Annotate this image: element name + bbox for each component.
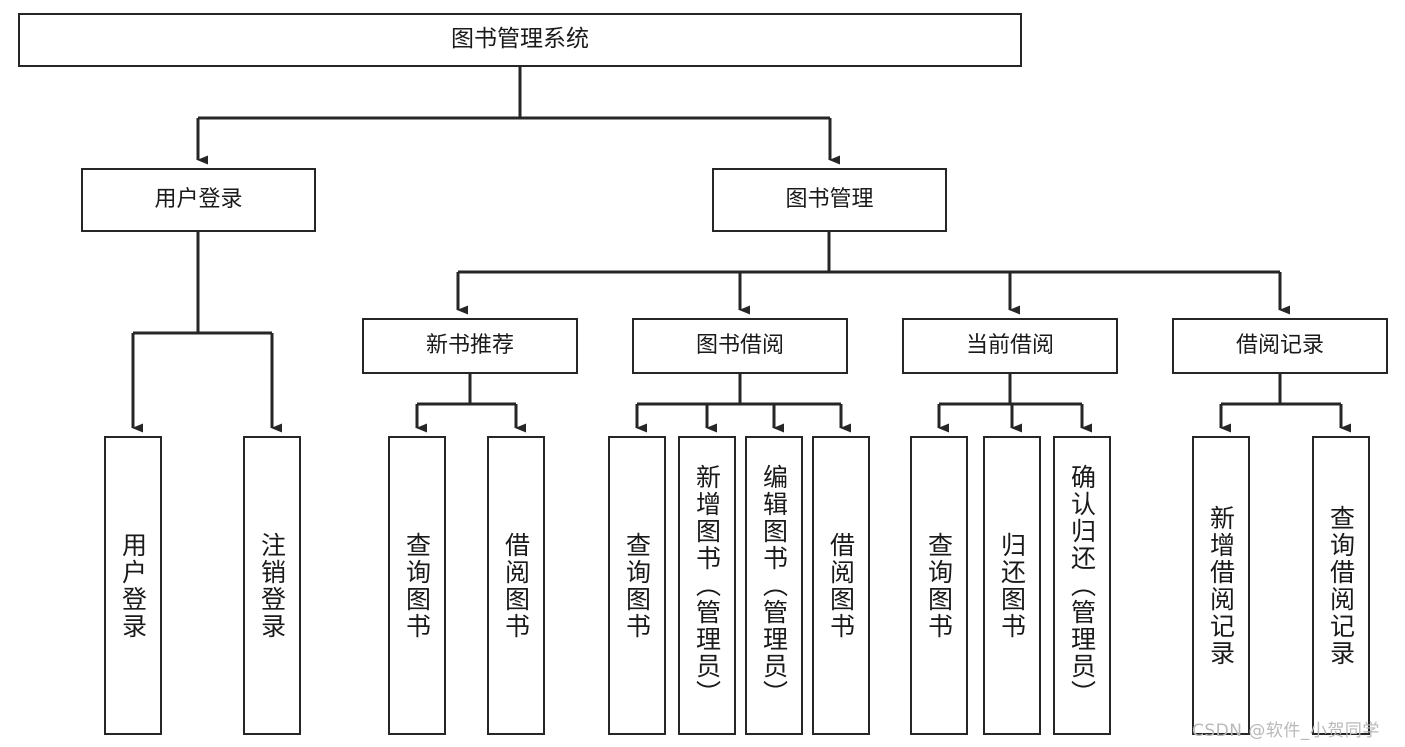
node-borrow-record-label: 借阅记录 <box>1235 333 1324 359</box>
node-user-login-label: 用户登录 <box>154 187 243 213</box>
node-root-label: 图书管理系统 <box>451 26 589 53</box>
node-leaf-user-logout-label: 注销登录 <box>257 531 287 640</box>
node-leaf-cur-return-book[interactable]: 归还图书 <box>983 436 1041 735</box>
node-leaf-cur-confirm-return[interactable]: 确认归还（管理员） <box>1053 436 1111 735</box>
node-book-manage[interactable]: 图书管理 <box>712 168 947 232</box>
node-current-borrow-label: 当前借阅 <box>965 333 1054 359</box>
node-leaf-borrow-edit-book-label: 编辑图书（管理员） <box>759 464 789 707</box>
node-leaf-borrow-borrow-book[interactable]: 借阅图书 <box>812 436 870 735</box>
node-leaf-rec-query-record-label: 查询借阅记录 <box>1326 504 1356 667</box>
node-book-manage-label: 图书管理 <box>785 187 874 213</box>
node-leaf-rec-add-record[interactable]: 新增借阅记录 <box>1192 436 1250 735</box>
node-leaf-cur-query-book-label: 查询图书 <box>924 531 954 640</box>
node-current-borrow[interactable]: 当前借阅 <box>902 318 1118 374</box>
node-root[interactable]: 图书管理系统 <box>18 13 1022 67</box>
node-borrow-record[interactable]: 借阅记录 <box>1172 318 1388 374</box>
node-leaf-user-logout[interactable]: 注销登录 <box>243 436 301 735</box>
node-leaf-rec-query-book-label: 查询图书 <box>402 531 432 640</box>
node-leaf-rec-borrow-book-label: 借阅图书 <box>501 531 531 640</box>
node-new-book-recommend[interactable]: 新书推荐 <box>362 318 578 374</box>
node-leaf-borrow-query-book-label: 查询图书 <box>622 531 652 640</box>
node-leaf-borrow-add-book[interactable]: 新增图书（管理员） <box>678 436 736 735</box>
node-leaf-rec-query-record[interactable]: 查询借阅记录 <box>1312 436 1370 735</box>
node-leaf-cur-confirm-return-label: 确认归还（管理员） <box>1067 464 1097 707</box>
node-user-login[interactable]: 用户登录 <box>81 168 316 232</box>
watermark: CSDN @软件_小贺同学 <box>1192 721 1380 741</box>
node-leaf-user-login-label: 用户登录 <box>118 531 148 640</box>
node-leaf-borrow-add-book-label: 新增图书（管理员） <box>692 464 722 707</box>
node-leaf-borrow-query-book[interactable]: 查询图书 <box>608 436 666 735</box>
node-leaf-cur-query-book[interactable]: 查询图书 <box>910 436 968 735</box>
node-leaf-user-login[interactable]: 用户登录 <box>104 436 162 735</box>
node-leaf-borrow-borrow-book-label: 借阅图书 <box>826 531 856 640</box>
node-leaf-rec-query-book[interactable]: 查询图书 <box>388 436 446 735</box>
node-leaf-borrow-edit-book[interactable]: 编辑图书（管理员） <box>745 436 803 735</box>
node-leaf-rec-borrow-book[interactable]: 借阅图书 <box>487 436 545 735</box>
node-new-book-recommend-label: 新书推荐 <box>425 333 514 359</box>
node-book-borrow[interactable]: 图书借阅 <box>632 318 848 374</box>
node-leaf-rec-add-record-label: 新增借阅记录 <box>1206 504 1236 667</box>
node-leaf-cur-return-book-label: 归还图书 <box>997 531 1027 640</box>
node-book-borrow-label: 图书借阅 <box>695 333 784 359</box>
